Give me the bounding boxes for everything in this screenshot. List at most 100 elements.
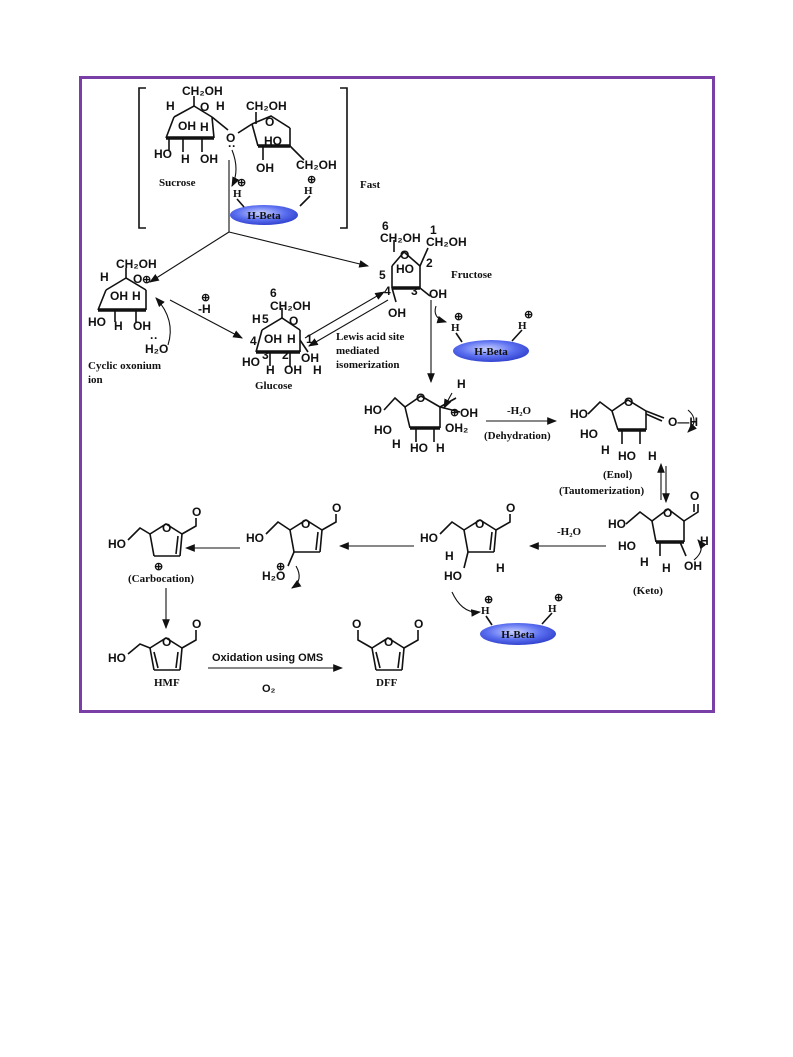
intermediate-water-leaving: O HO O H₂O ⊕ [246, 501, 341, 589]
proton-h-4: H [518, 320, 527, 332]
catalyst-label-2: H-Beta [474, 346, 508, 358]
glucose-h: H [287, 332, 296, 346]
oxidation-reagent: O₂ [262, 683, 276, 695]
int1-h-2: H [496, 561, 505, 575]
fructose-ho: HO [396, 262, 414, 276]
oxonium-ho: HO [88, 315, 106, 329]
sucrose-h2: H [216, 99, 225, 113]
oxonium-label-2: ion [88, 374, 103, 386]
dff-ring-o: O [384, 635, 393, 649]
lewis-label-1: Lewis acid site [336, 331, 405, 343]
prot-h-top: H [457, 377, 466, 391]
reaction-scheme-frame [79, 76, 715, 713]
carb-aldehyde-o: O [192, 505, 201, 519]
protonated-fructose: HO O H OH ⊕ OH₂ HO H HO H [364, 377, 478, 455]
keto-aldehyde-o: O [690, 489, 699, 503]
glucose-h1: H [313, 363, 322, 377]
fructose-c4: 4 [384, 284, 391, 298]
prot-ring-o: O [416, 391, 425, 405]
keto-ho-1: HO [608, 517, 626, 531]
prot-h-2: H [436, 441, 445, 455]
fructose-ch2oh-6: CH₂OH [380, 231, 421, 245]
oxonium-water: H₂O [145, 342, 168, 356]
fructose-c3: 3 [411, 284, 418, 298]
oxonium-ch2oh: CH₂OH [116, 257, 157, 271]
dehydration-label: (Dehydration) [484, 430, 551, 442]
hmf-ho: HO [108, 651, 126, 665]
dff-aldehyde-o-1: O [352, 617, 361, 631]
sucrose-h3: H [200, 120, 209, 134]
proton-h-5: H [481, 605, 490, 617]
keto-ho-2: HO [618, 539, 636, 553]
enol-label: (Enol) [603, 469, 633, 481]
glucose-label: Glucose [255, 380, 292, 392]
arrow-oxonium-to-glucose [169, 299, 243, 339]
keto-h-2: H [640, 555, 649, 569]
tautomerization-label: (Tautomerization) [559, 485, 644, 497]
prot-ho-2: HO [374, 423, 392, 437]
int2-ring-o: O [301, 517, 310, 531]
fructose-c6: 6 [382, 219, 389, 233]
fructose-c5: 5 [379, 268, 386, 282]
int2-plus: ⊕ [276, 561, 285, 573]
int2-aldehyde-o: O [332, 501, 341, 515]
right-bracket [340, 87, 348, 229]
arrow-fructose-to-glucose [308, 299, 389, 347]
sucrose-ch2oh-a: CH₂OH [182, 84, 223, 98]
hmf-ring-o: O [162, 635, 171, 649]
carb-ring-o: O [162, 521, 171, 535]
hmf-structure: O HO O HMF [108, 617, 201, 689]
sucrose-label: Sucrose [159, 177, 196, 189]
plus-charge-5: ⊕ [484, 594, 493, 606]
oxidation-label: Oxidation using OMS [212, 652, 323, 664]
sucrose-group: CH₂OH H O H OH H HO H OH O ·· CH₂OH O HO… [138, 84, 381, 229]
glucose-ho: HO [242, 355, 260, 369]
glucose-ch2oh: CH₂OH [270, 299, 311, 313]
left-bracket [138, 87, 146, 229]
sucrose-bridge-o: O [226, 131, 235, 145]
int2-ho: HO [246, 531, 264, 545]
sucrose-h4: H [181, 152, 190, 166]
int2-water: H₂O [262, 569, 285, 583]
catalyst-h-beta-2 [453, 340, 529, 362]
proton-h-2: H [304, 185, 313, 197]
fast-label: Fast [360, 179, 381, 191]
sucrose-ho-1: HO [154, 147, 172, 161]
sucrose-oh-3: OH [256, 161, 274, 175]
glucose-c6: 6 [270, 286, 277, 300]
glucose-c3: 3 [262, 348, 269, 362]
sucrose-ho-2: HO [264, 134, 282, 148]
proton-h-3: H [451, 322, 460, 334]
minus-h-plus: ⊕ [201, 292, 210, 304]
hmf-label: HMF [154, 677, 180, 689]
dff-structure: O O O DFF [352, 617, 423, 689]
sucrose-oh-2: OH [200, 152, 218, 166]
keto-oh: OH [684, 559, 702, 573]
prot-oh2: OH₂ [445, 421, 468, 435]
enol-structure: HO O O—H HO H HO H (Enol) (Tautomerizati… [559, 395, 698, 497]
fructose-ring-o: O [400, 248, 409, 262]
glucose-oh-1: OH [301, 351, 319, 365]
prot-h-1: H [392, 437, 401, 451]
dff-aldehyde-o-2: O [414, 617, 423, 631]
catalyst-h-beta-3 [480, 623, 556, 645]
plus-charge-4: ⊕ [524, 309, 533, 321]
sucrose-ch2oh-b: CH₂OH [246, 99, 287, 113]
oxonium-plus: ⊕ [142, 274, 151, 286]
sucrose-ch2oh-c: CH₂OH [296, 158, 337, 172]
sucrose-ring-o-2: O [265, 115, 274, 129]
enol-ring-o: O [624, 395, 633, 409]
intermediate-hydroxy: O HO O H H HO H-Beta H ⊕ H ⊕ [420, 501, 563, 645]
enol-ho-3: HO [618, 449, 636, 463]
enol-ho-2: HO [580, 427, 598, 441]
glucose-structure: 6 CH₂OH H 5 O 1 4 OH H 3 2 OH HO H OH H … [242, 286, 322, 392]
arrow-glucose-to-fructose [304, 291, 385, 339]
carb-plus: ⊕ [154, 561, 163, 573]
glucose-c5: 5 [262, 312, 269, 326]
minus-h-label: -H [198, 302, 211, 316]
oxonium-h3: H [114, 319, 123, 333]
carbocation-label: (Carbocation) [128, 573, 194, 585]
prot-ho-1: HO [364, 403, 382, 417]
catalyst-h-beta-1 [230, 205, 298, 225]
lewis-label-3: isomerization [336, 359, 400, 371]
